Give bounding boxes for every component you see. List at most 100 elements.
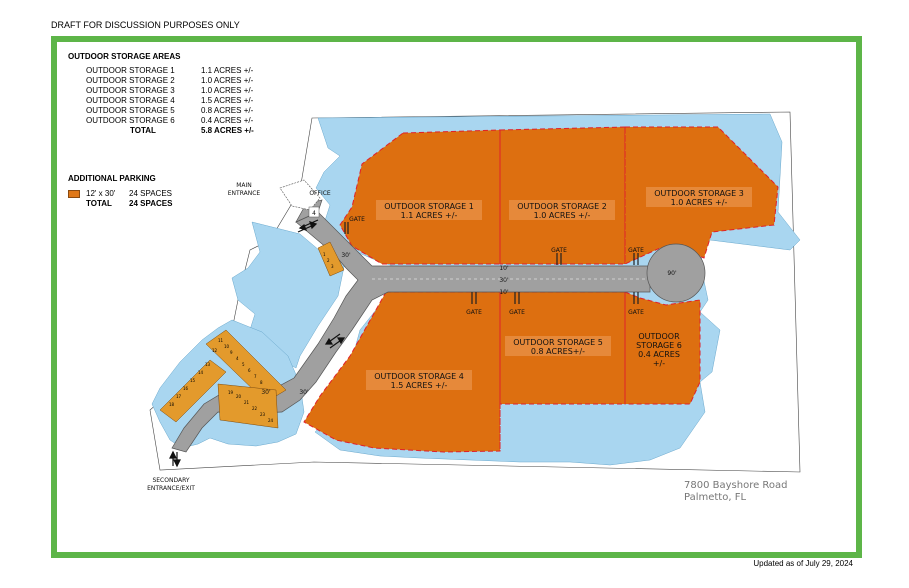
legend-row-value: 1.0 ACRES +/-: [201, 86, 254, 95]
storage-1-name: OUTDOOR STORAGE 1: [384, 202, 474, 211]
office-area: [279, 179, 321, 218]
stall-number: 14: [198, 370, 204, 375]
stall-number: 2: [327, 258, 330, 263]
stall-number: 6: [248, 368, 251, 373]
legend-row-name: OUTDOOR STORAGE 2: [86, 76, 175, 85]
draft-note: DRAFT FOR DISCUSSION PURPOSES ONLY: [51, 20, 240, 30]
stall-number: 22: [252, 406, 258, 411]
storage-3-name: OUTDOOR STORAGE 3: [654, 189, 744, 198]
stall-number: 16: [183, 386, 189, 391]
address-line-2: Palmetto, FL: [684, 492, 746, 503]
stall-block-1: [317, 241, 345, 277]
dimension-label: 30': [341, 252, 351, 259]
traffic-arrows: [169, 219, 346, 468]
gate-label: GATE: [628, 309, 644, 316]
parking-total-label: TOTAL: [86, 199, 112, 208]
parking-legend: ADDITIONAL PARKING 12' x 30' 24 SPACES T…: [68, 174, 172, 209]
parking-total-row: TOTAL 24 SPACES: [68, 199, 172, 209]
stall-block-3: [159, 359, 227, 423]
dimension-label: 90': [667, 270, 677, 277]
legend-row-value: 1.5 ACRES +/-: [201, 96, 254, 105]
stall-number: 18: [169, 402, 175, 407]
gate-label: GATE: [628, 247, 644, 254]
stall-block-4: [217, 383, 279, 429]
gate-label: GATE: [509, 309, 525, 316]
cul-de-sac: [646, 243, 706, 303]
office-parking: [308, 206, 320, 218]
stall-number: 7: [254, 374, 257, 379]
storage-5-acres: 0.8 ACRES+/-: [531, 347, 585, 356]
updated-note: Updated as of July 29, 2024: [753, 559, 853, 568]
parking-stalls: [159, 241, 345, 429]
storage-4-acres: 1.5 ACRES +/-: [391, 381, 448, 390]
storage-1-acres: 1.1 ACRES +/-: [401, 211, 458, 220]
office-building: [279, 179, 321, 211]
roads: [171, 199, 706, 453]
storage-6-name-b: STORAGE 6: [636, 341, 682, 350]
stall-block-2: [205, 329, 287, 403]
stall-number: 17: [176, 394, 182, 399]
legend-row-name: OUTDOOR STORAGE 1: [86, 66, 175, 75]
address-line-1: 7800 Bayshore Road: [684, 480, 788, 491]
storage-legend-title: OUTDOOR STORAGE AREAS: [68, 52, 181, 61]
stall-number: 4: [236, 356, 239, 361]
legend-row-value: 1.0 ACRES +/-: [201, 76, 254, 85]
parking-swatch: [68, 190, 80, 198]
dimension-label: 10': [499, 265, 509, 272]
dimension-label: 10': [499, 289, 509, 296]
legend-row-name: OUTDOOR STORAGE 6: [86, 116, 175, 125]
legend-row-name: OUTDOOR STORAGE 4: [86, 96, 175, 105]
parking-legend-title: ADDITIONAL PARKING: [68, 174, 156, 183]
legend-row: OUTDOOR STORAGE 3 1.0 ACRES +/-: [68, 86, 253, 96]
secondary-entrance-label-b: ENTRANCE/EXIT: [147, 485, 195, 492]
office-number: 4: [312, 210, 316, 217]
legend-row: OUTDOOR STORAGE 6 0.4 ACRES +/-: [68, 116, 253, 126]
stall-number: 11: [218, 338, 224, 343]
gate-label: GATE: [466, 309, 482, 316]
legend-total-label: TOTAL: [130, 126, 156, 135]
legend-row-name: OUTDOOR STORAGE 3: [86, 86, 175, 95]
stall-number: 19: [228, 390, 234, 395]
stall-number: 13: [205, 362, 211, 367]
storage-labels: OUTDOOR STORAGE 1 1.1 ACRES +/- OUTDOOR …: [366, 187, 752, 390]
dimension-label: 30': [299, 389, 309, 396]
storage-5-name: OUTDOOR STORAGE 5: [513, 338, 603, 347]
legend-row-value: 0.8 ACRES +/-: [201, 106, 254, 115]
stall-number: 3: [331, 264, 334, 269]
dimension-label: 30': [499, 277, 509, 284]
parking-row: 12' x 30' 24 SPACES: [68, 189, 172, 199]
stall-number: 21: [244, 400, 250, 405]
main-entrance-label-a: MAIN: [236, 182, 252, 189]
secondary-entrance-label-a: SECONDARY: [152, 477, 189, 484]
legend-row-value: 0.4 ACRES +/-: [201, 116, 254, 125]
legend-row: OUTDOOR STORAGE 2 1.0 ACRES +/-: [68, 76, 253, 86]
gate-label: GATE: [349, 216, 365, 223]
stall-number: 5: [242, 362, 245, 367]
stall-number: 24: [268, 418, 274, 423]
storage-2-acres: 1.0 ACRES +/-: [534, 211, 591, 220]
parcel-storage-2: [499, 126, 626, 265]
address: 7800 Bayshore Road Palmetto, FL: [684, 480, 788, 503]
main-entrance-label-b: ENTRANCE: [228, 190, 261, 197]
parking-spaces: 24 SPACES: [129, 189, 172, 198]
stall-number: 1: [323, 252, 326, 257]
site-annotations: MAIN ENTRANCE OFFICE 4 SECONDARY ENTRANC…: [147, 182, 677, 492]
stall-number: 8: [260, 380, 263, 385]
stall-number: 23: [260, 412, 266, 417]
stall-number: 20: [236, 394, 242, 399]
storage-2-name: OUTDOOR STORAGE 2: [517, 202, 607, 211]
stall-numbers: 1 2 3 4 5 6 7 8 9 10 11 12 13 14 15 16 1…: [169, 252, 334, 423]
legend-row: OUTDOOR STORAGE 4 1.5 ACRES +/-: [68, 96, 253, 106]
office-label: OFFICE: [309, 190, 331, 197]
main-road: [171, 211, 651, 453]
stall-number: 9: [230, 350, 233, 355]
parking-size: 12' x 30': [86, 189, 116, 198]
parcel-storage-6: [624, 291, 701, 405]
gates: [344, 222, 639, 304]
gate-label: GATE: [551, 247, 567, 254]
